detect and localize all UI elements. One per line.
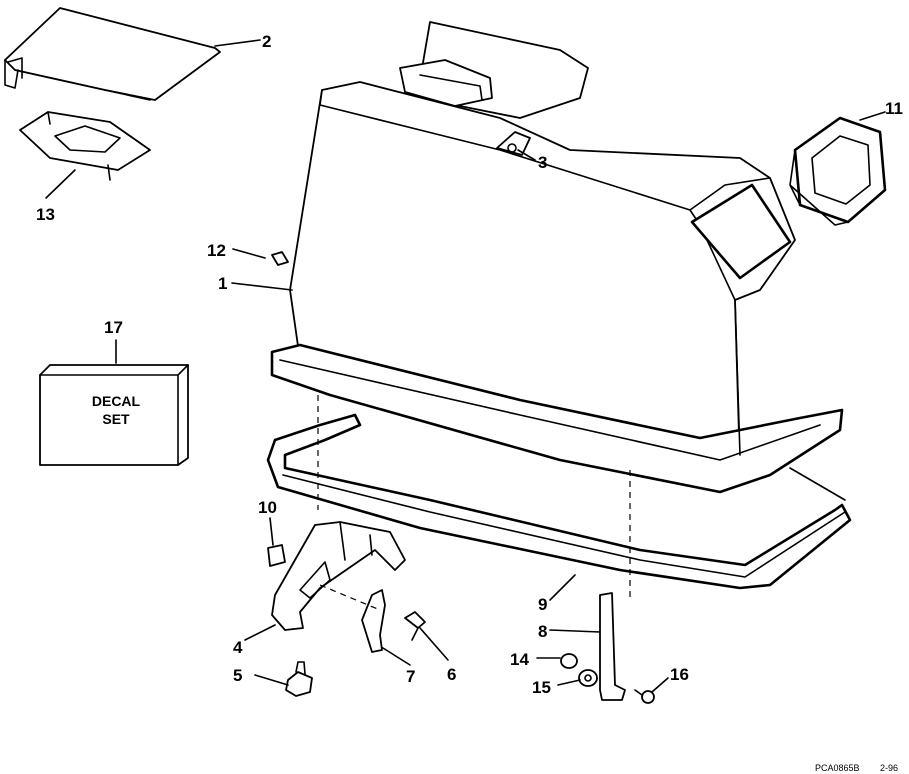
callout-2: 2 bbox=[262, 32, 271, 51]
part-12-screw bbox=[271, 251, 289, 266]
callout-3: 3 bbox=[538, 153, 547, 172]
callout-16: 16 bbox=[670, 665, 689, 684]
part-2-top-cover bbox=[4, 7, 221, 101]
part-9-gasket bbox=[266, 413, 852, 590]
part-7-latch bbox=[361, 589, 386, 653]
part-1-engine-cover bbox=[270, 21, 844, 494]
leader-lines bbox=[45, 39, 886, 693]
callout-labels: 2 13 3 11 12 1 17 10 4 5 7 6 8 9 14 15 1… bbox=[36, 32, 903, 697]
part-14-nut bbox=[560, 653, 578, 669]
callout-10: 10 bbox=[258, 498, 277, 517]
callout-4: 4 bbox=[233, 638, 243, 657]
callout-12: 12 bbox=[207, 241, 226, 260]
callout-17: 17 bbox=[104, 318, 123, 337]
callout-9: 9 bbox=[538, 595, 547, 614]
alignment-lines bbox=[317, 395, 631, 611]
decal-label-line2: SET bbox=[102, 411, 130, 427]
part-4-bracket bbox=[271, 521, 406, 631]
part-11-filter-box bbox=[789, 116, 887, 226]
callout-13: 13 bbox=[36, 205, 55, 224]
callout-6: 6 bbox=[447, 665, 456, 684]
callout-8: 8 bbox=[538, 622, 547, 641]
part-13-seal-ring bbox=[19, 111, 151, 181]
callout-1: 1 bbox=[218, 274, 227, 293]
decal-label-line1: DECAL bbox=[92, 393, 141, 409]
callout-7: 7 bbox=[406, 667, 415, 686]
callout-5: 5 bbox=[233, 666, 242, 685]
part-10-clip bbox=[267, 544, 286, 567]
part-17-decal-set bbox=[39, 364, 189, 466]
part-8-strap bbox=[599, 592, 626, 701]
part-15-washer bbox=[578, 669, 598, 687]
callout-14: 14 bbox=[510, 650, 529, 669]
part-5-grommet bbox=[285, 661, 313, 697]
figure-code-suffix: 2-96 bbox=[880, 763, 898, 773]
figure-code: PCA0865B bbox=[815, 763, 860, 773]
part-16-screw bbox=[634, 689, 655, 704]
part-6-screw bbox=[404, 611, 426, 641]
callout-11: 11 bbox=[885, 99, 903, 118]
callout-15: 15 bbox=[532, 678, 551, 697]
